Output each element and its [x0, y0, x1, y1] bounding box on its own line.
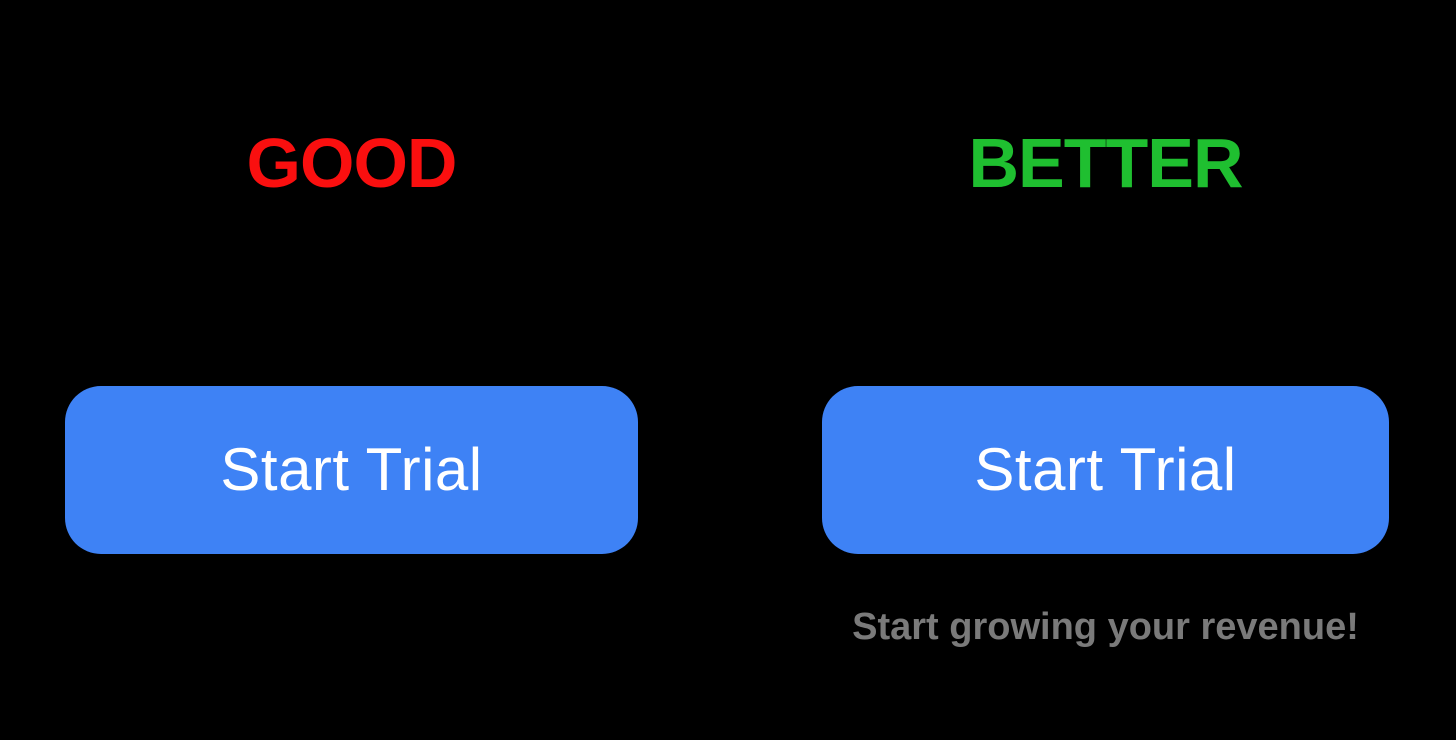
- better-heading: BETTER: [968, 124, 1244, 202]
- better-button-caption: Start growing your revenue!: [852, 606, 1359, 648]
- better-start-trial-label: Start Trial: [974, 436, 1237, 503]
- good-start-trial-button[interactable]: Start Trial: [65, 386, 638, 554]
- good-start-trial-label: Start Trial: [220, 436, 483, 503]
- better-start-trial-button[interactable]: Start Trial: [822, 386, 1389, 554]
- good-heading: GOOD: [246, 124, 458, 202]
- better-panel: BETTER Start Trial Start growing your re…: [822, 0, 1389, 740]
- good-panel: GOOD Start Trial: [65, 0, 638, 740]
